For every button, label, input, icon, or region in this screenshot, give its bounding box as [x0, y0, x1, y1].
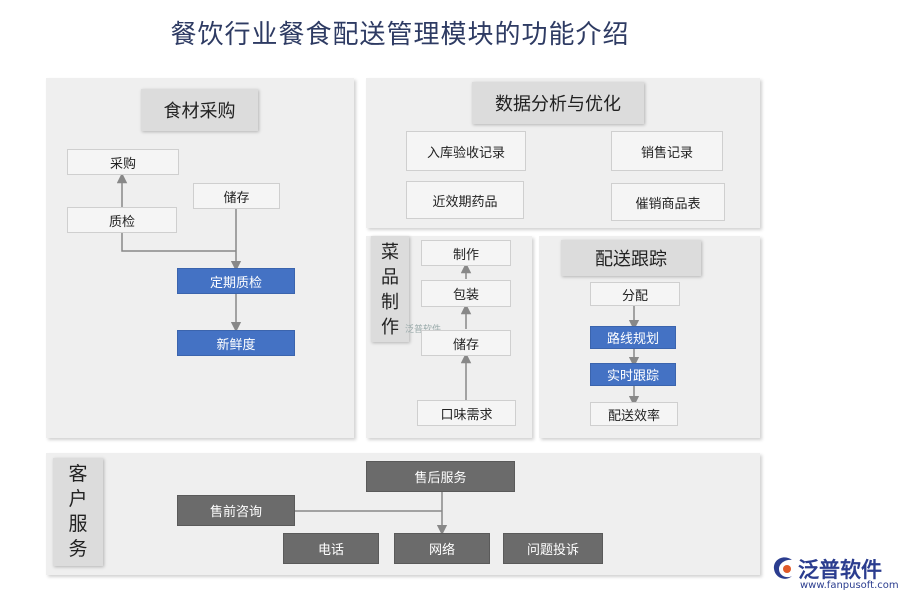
freshness-node: 新鲜度	[177, 330, 295, 356]
make-node: 制作	[421, 240, 511, 266]
purchase-node: 采购	[67, 149, 179, 175]
customer-header-char: 务	[68, 538, 88, 560]
dish-header: 菜 品 制 作	[371, 236, 409, 342]
sales-record-node: 销售记录	[611, 131, 723, 171]
procurement-header: 食材采购	[141, 89, 258, 131]
efficiency-node: 配送效率	[590, 402, 678, 426]
dish-header-char: 制	[381, 292, 399, 313]
taste-node: 口味需求	[417, 400, 516, 426]
dish-header-char: 菜	[381, 242, 399, 263]
pack-node: 包装	[421, 280, 511, 307]
inspection-node: 质检	[67, 207, 177, 233]
logo-swirl-icon	[773, 557, 792, 579]
store-node: 储存	[421, 330, 511, 356]
fanpu-logo: 泛普软件 www.fanpusoft.com	[770, 552, 899, 596]
logo-name: 泛普软件	[798, 558, 882, 582]
network-node: 网络	[394, 533, 490, 564]
route-node: 路线规划	[590, 326, 676, 349]
complaint-node: 问题投诉	[503, 533, 603, 564]
phone-node: 电话	[283, 533, 379, 564]
dish-header-char: 作	[381, 317, 399, 338]
dispatch-node: 分配	[590, 282, 680, 306]
periodic-inspection-node: 定期质检	[177, 268, 295, 294]
delivery-header: 配送跟踪	[561, 240, 701, 276]
customer-header: 客 户 服 务	[53, 458, 103, 566]
near-expiry-node: 近效期药品	[406, 181, 524, 219]
customer-header-char: 服	[68, 513, 88, 535]
customer-header-char: 户	[68, 488, 88, 510]
realtime-node: 实时跟踪	[590, 363, 676, 386]
slow-moving-node: 催销商品表	[611, 183, 725, 221]
procurement-panel	[46, 78, 354, 438]
pre-sales-node: 售前咨询	[177, 495, 295, 526]
page-title: 餐饮行业餐食配送管理模块的功能介绍	[170, 20, 630, 50]
dish-header-char: 品	[381, 267, 399, 288]
analysis-header: 数据分析与优化	[472, 82, 644, 124]
storage-node: 储存	[193, 183, 280, 209]
customer-header-char: 客	[68, 463, 88, 485]
logo-url: www.fanpusoft.com	[800, 580, 899, 591]
inbound-record-node: 入库验收记录	[406, 131, 526, 171]
after-sales-node: 售后服务	[366, 461, 515, 492]
